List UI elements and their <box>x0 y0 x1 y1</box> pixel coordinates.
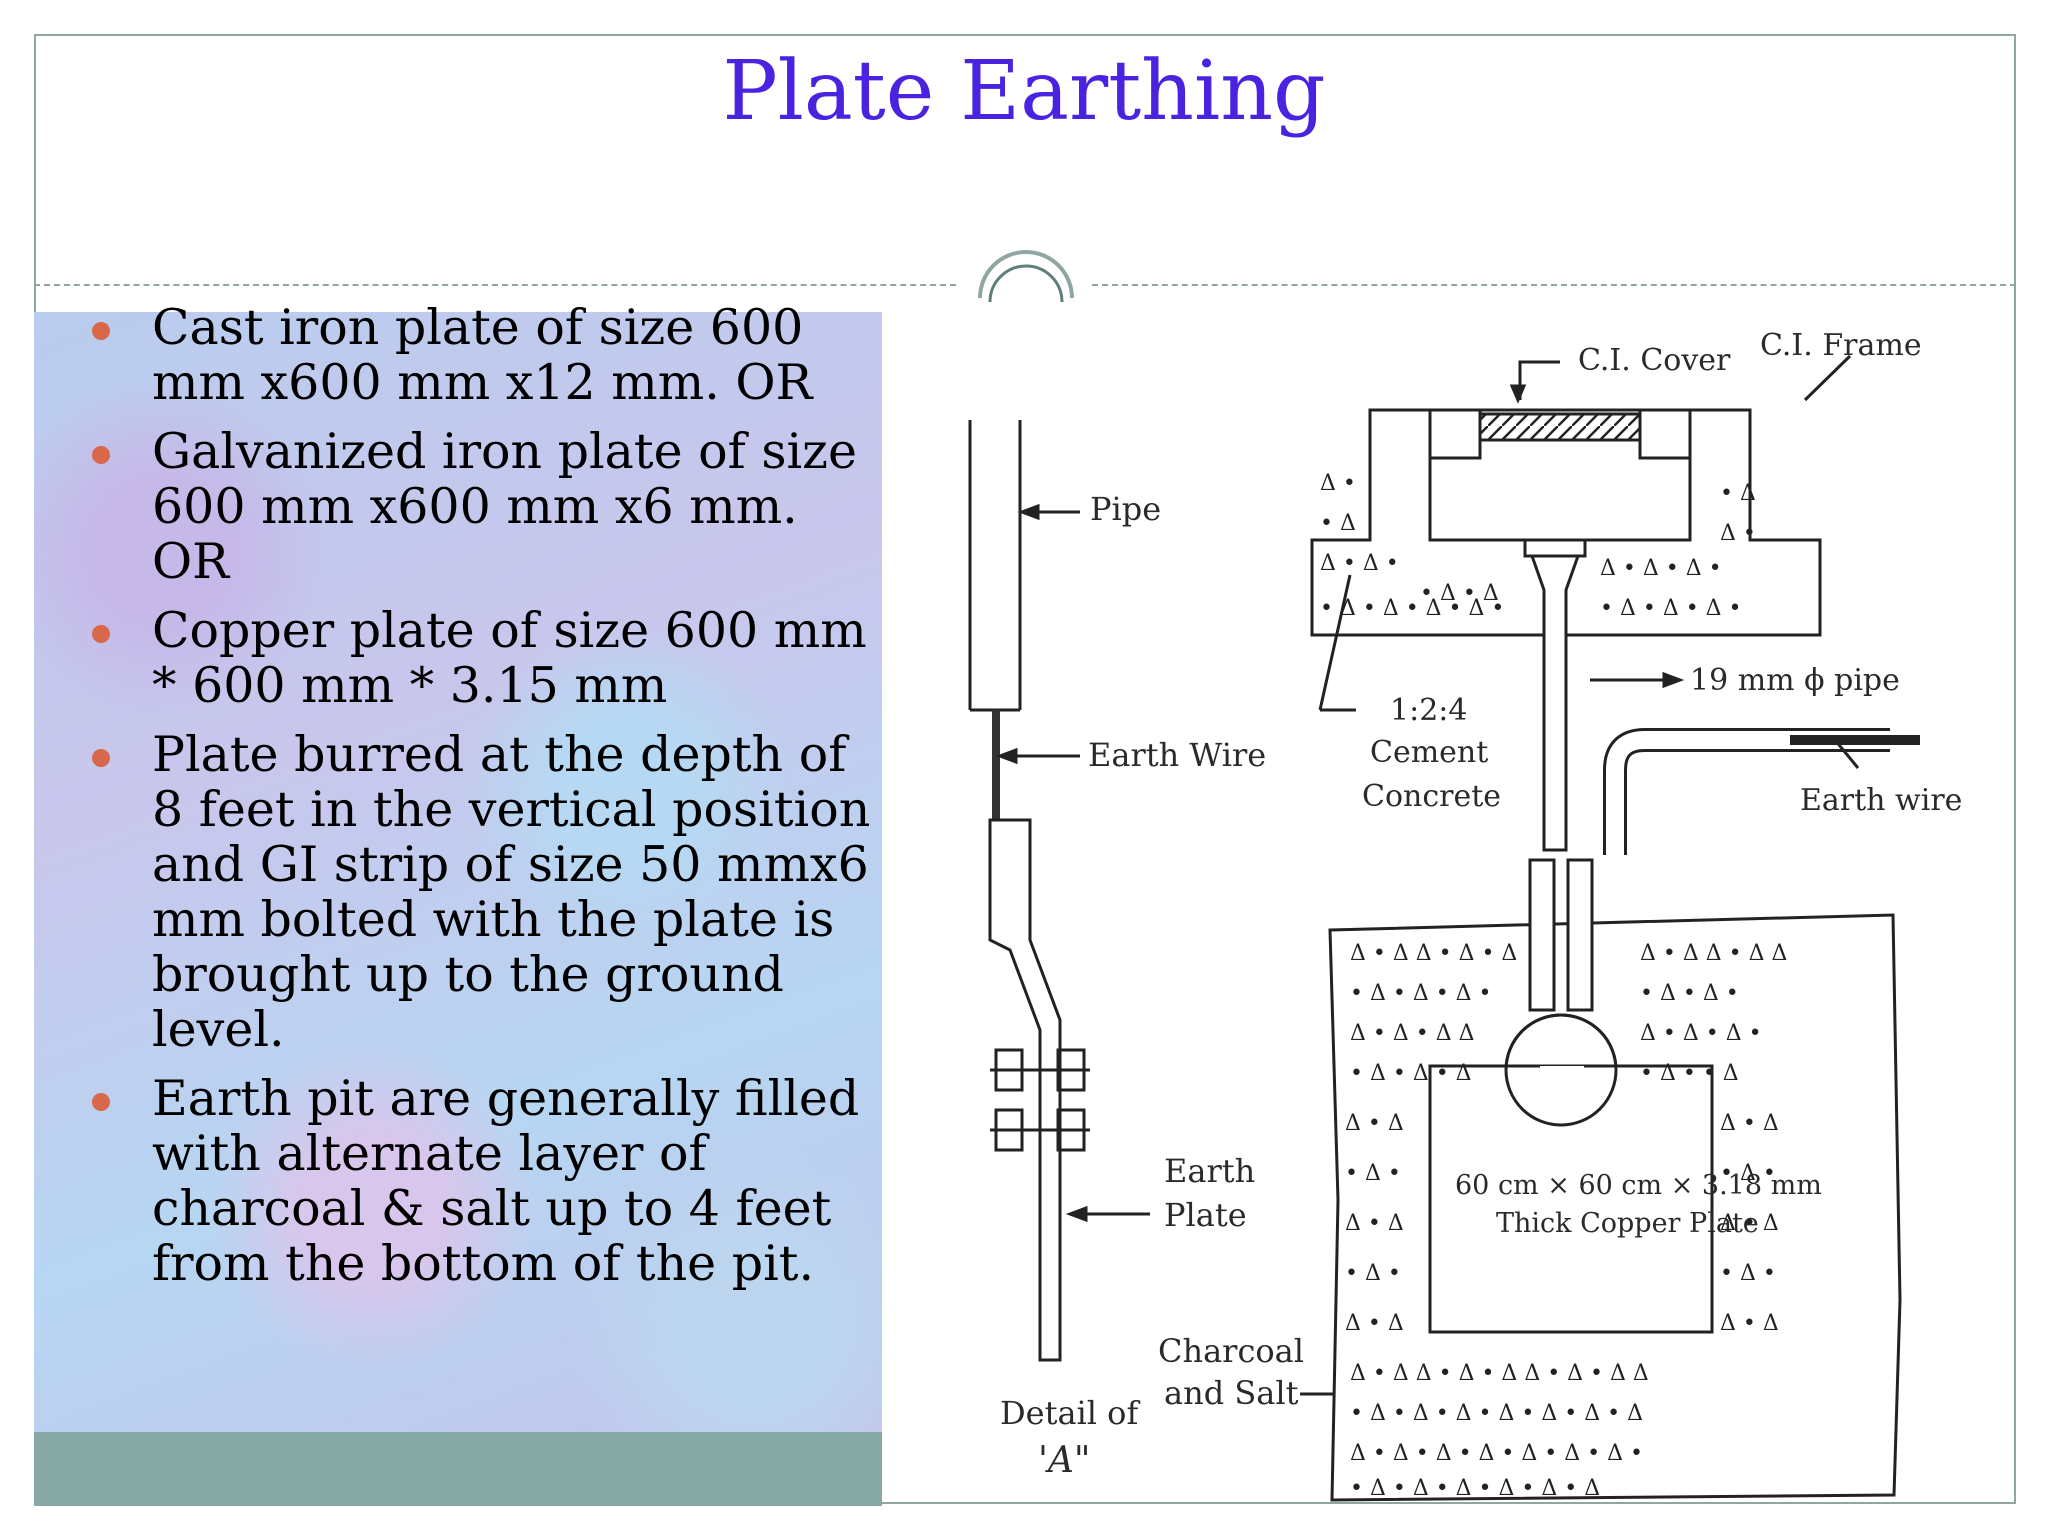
svg-text:Δ • Δ: Δ • Δ <box>1345 1211 1404 1236</box>
concrete-label: Concrete <box>1362 779 1501 814</box>
earth-wire-label-right: Earth wire <box>1800 783 1962 818</box>
bullet-item: Copper plate of size 600 mm * 600 mm * 3… <box>92 603 872 713</box>
svg-text:Δ • Δ Δ • Δ • Δ: Δ • Δ Δ • Δ • Δ <box>1350 941 1517 966</box>
svg-text:Δ • Δ Δ • Δ Δ: Δ • Δ Δ • Δ Δ <box>1640 941 1787 966</box>
detail-a-drawing <box>968 420 1150 1362</box>
svg-text:Δ •: Δ • <box>1320 471 1356 496</box>
svg-text:• Δ •: • Δ • <box>1720 1261 1776 1286</box>
svg-text:• Δ • Δ • Δ •: • Δ • Δ • Δ • <box>1600 596 1742 621</box>
pit-fill-pattern: Δ • Δ Δ • Δ • Δ • Δ • Δ • Δ • Δ • Δ • Δ … <box>1320 471 1787 1501</box>
title-divider-right <box>1092 284 2016 286</box>
svg-text:Δ • Δ • Δ •: Δ • Δ • Δ • <box>1640 1021 1762 1046</box>
inspection-chamber <box>1310 354 1920 855</box>
title-divider-left <box>34 284 956 286</box>
bullet-item: Plate burred at the depth of 8 feet in t… <box>92 727 872 1057</box>
plate-desc-label: Thick Copper Plate <box>1496 1208 1759 1239</box>
svg-text:Δ • Δ: Δ • Δ <box>1720 1111 1779 1136</box>
bullet-text: Plate burred at the depth of 8 feet in t… <box>152 726 871 1058</box>
svg-text:Δ • Δ •: Δ • Δ • <box>1320 551 1399 576</box>
svg-text:Δ • Δ: Δ • Δ <box>1720 1211 1779 1236</box>
and-salt-label: and Salt <box>1164 1374 1299 1412</box>
ci-frame-label: C.I. Frame <box>1760 328 1922 363</box>
bullet-list: Cast iron plate of size 600 mm x600 mm x… <box>92 300 872 1305</box>
svg-text:Δ •: Δ • <box>1720 521 1756 546</box>
earth-pit <box>1328 858 1902 1502</box>
divider-ornament <box>978 250 1074 303</box>
plate-label: Plate <box>1164 1196 1247 1234</box>
bullet-text: Galvanized iron plate of size 600 mm x60… <box>152 423 857 590</box>
svg-text:• Δ • Δ: • Δ • Δ <box>1420 581 1499 606</box>
pipe-label: Pipe <box>1090 490 1161 528</box>
svg-text:• Δ • • Δ: • Δ • • Δ <box>1640 1061 1739 1086</box>
cement-label: Cement <box>1370 735 1488 770</box>
svg-text:• Δ •: • Δ • <box>1345 1161 1401 1186</box>
bullet-dot <box>92 322 110 340</box>
svg-text:Δ • Δ Δ • Δ • Δ Δ • Δ • Δ Δ: Δ • Δ Δ • Δ • Δ Δ • Δ • Δ Δ <box>1350 1361 1649 1386</box>
bullet-item: Cast iron plate of size 600 mm x600 mm x… <box>92 300 872 410</box>
svg-text:Δ • Δ • Δ Δ: Δ • Δ • Δ Δ <box>1350 1021 1474 1046</box>
bullet-dot <box>92 749 110 767</box>
charcoal-label: Charcoal <box>1158 1332 1304 1370</box>
svg-text:• Δ •: • Δ • <box>1345 1261 1401 1286</box>
ci-cover-label: C.I. Cover <box>1578 343 1731 378</box>
bullet-item: Galvanized iron plate of size 600 mm x60… <box>92 424 872 589</box>
panel-footer-band <box>34 1432 882 1506</box>
slide-title: Plate Earthing <box>722 44 1326 139</box>
svg-text:Δ • Δ • Δ •: Δ • Δ • Δ • <box>1600 556 1722 581</box>
detail-a-label: 'A" <box>1038 1440 1090 1481</box>
plate-dims-label: 60 cm × 60 cm × 3.18 mm <box>1455 1170 1822 1201</box>
svg-text:• Δ •: • Δ • <box>1720 1161 1776 1186</box>
detail-of-label: Detail of <box>1000 1394 1140 1432</box>
bullet-dot <box>92 625 110 643</box>
svg-text:• Δ • Δ • Δ •: • Δ • Δ • Δ • <box>1350 981 1492 1006</box>
ratio-label: 1:2:4 <box>1390 693 1467 728</box>
plate-earthing-diagram: Pipe Earth Wire Earth Plate Charcoal and… <box>968 328 1962 1502</box>
bullet-item: Earth pit are generally filled with alte… <box>92 1071 872 1291</box>
svg-text:Δ • Δ • Δ • Δ • Δ • Δ • Δ •: Δ • Δ • Δ • Δ • Δ • Δ • Δ • <box>1350 1441 1643 1466</box>
svg-text:• Δ • Δ • Δ • Δ • Δ • Δ: • Δ • Δ • Δ • Δ • Δ • Δ <box>1350 1476 1600 1501</box>
svg-text:Δ • Δ: Δ • Δ <box>1720 1311 1779 1336</box>
svg-text:Δ • Δ: Δ • Δ <box>1345 1111 1404 1136</box>
svg-text:• Δ • Δ • Δ • Δ • Δ • Δ • Δ: • Δ • Δ • Δ • Δ • Δ • Δ • Δ <box>1350 1401 1643 1426</box>
bullet-dot <box>92 1093 110 1111</box>
svg-text:• Δ • Δ • Δ: • Δ • Δ • Δ <box>1350 1061 1472 1086</box>
svg-text:• Δ • Δ • Δ • Δ •: • Δ • Δ • Δ • Δ • <box>1320 596 1504 621</box>
bullet-text: Copper plate of size 600 mm * 600 mm * 3… <box>152 602 867 714</box>
pipe-19mm-label: 19 mm ϕ pipe <box>1690 663 1900 698</box>
bullet-dot <box>92 446 110 464</box>
earth-wire-label-left: Earth Wire <box>1088 736 1266 774</box>
bullet-text: Earth pit are generally filled with alte… <box>152 1070 860 1292</box>
svg-text:Δ • Δ: Δ • Δ <box>1345 1311 1404 1336</box>
svg-text:• Δ • Δ •: • Δ • Δ • <box>1640 981 1739 1006</box>
bullet-text: Cast iron plate of size 600 mm x600 mm x… <box>152 299 813 411</box>
svg-text:• Δ: • Δ <box>1320 511 1356 536</box>
earth-label: Earth <box>1164 1152 1255 1190</box>
svg-text:• Δ: • Δ <box>1720 481 1756 506</box>
content-panel <box>34 312 882 1506</box>
